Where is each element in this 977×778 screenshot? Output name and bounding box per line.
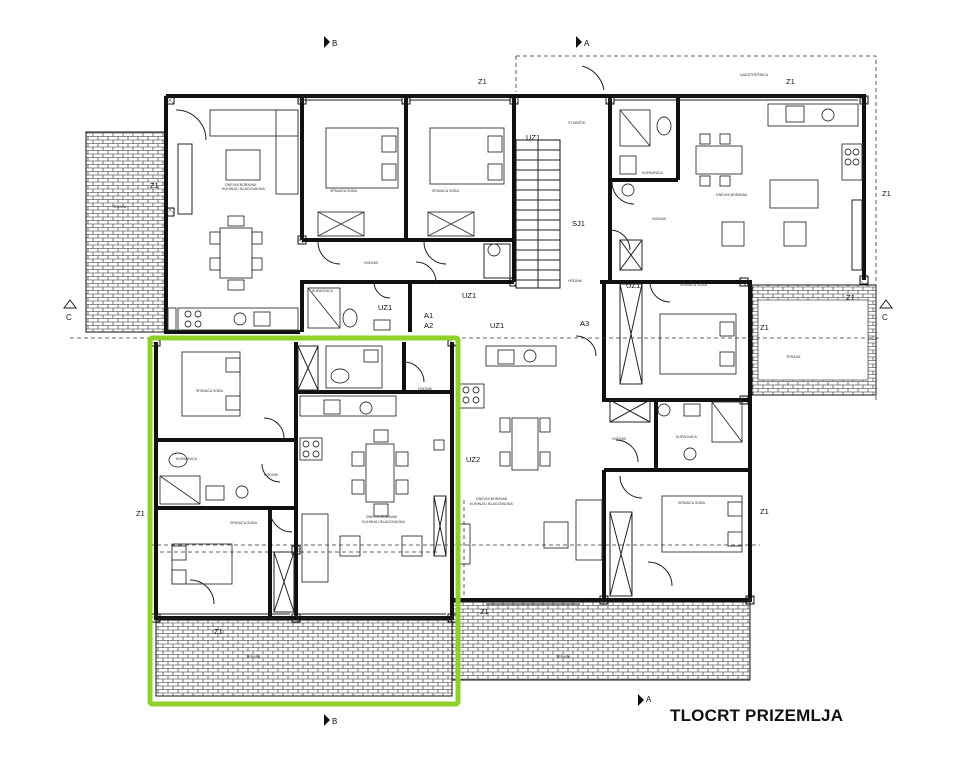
- svg-text:KUPAONICA: KUPAONICA: [312, 289, 334, 293]
- tag-z1: Z1: [214, 627, 223, 636]
- svg-text:TERASA: TERASA: [112, 205, 127, 209]
- svg-text:SPAVAĆA SOBA: SPAVAĆA SOBA: [680, 282, 708, 287]
- highlighted-apartment: [147, 335, 461, 707]
- svg-text:KUHINJA I BLAGOVAONA: KUHINJA I BLAGOVAONA: [470, 502, 513, 506]
- svg-text:HODNIK: HODNIK: [264, 473, 279, 477]
- plan-title: TLOCRT PRIZEMLJA: [670, 706, 844, 725]
- svg-text:SPAVAĆA SOBA: SPAVAĆA SOBA: [678, 500, 706, 505]
- tag-uz1: UZ1: [526, 133, 540, 142]
- tag-z1: Z1: [478, 77, 487, 86]
- svg-text:DNEVNI BORAVAK: DNEVNI BORAVAK: [225, 183, 257, 187]
- shafts: [177, 143, 863, 613]
- svg-text:TERASA: TERASA: [786, 355, 801, 359]
- doors: [175, 65, 673, 605]
- svg-text:SPAVAĆA SOBA: SPAVAĆA SOBA: [230, 520, 258, 525]
- tag-z1: Z1: [760, 323, 769, 332]
- svg-text:DNEVNI BORAVAK: DNEVNI BORAVAK: [716, 193, 748, 197]
- svg-text:KUHINJA I BLAGOVAONA: KUHINJA I BLAGOVAONA: [222, 187, 265, 191]
- room-annotations: DNEVNI BORAVAK KUHINJA I BLAGOVAONA SPAV…: [112, 72, 801, 659]
- svg-text:TERASA: TERASA: [556, 655, 571, 659]
- tag-z1: Z1: [846, 293, 855, 302]
- svg-text:NADSTREŠNICA: NADSTREŠNICA: [740, 72, 769, 77]
- structural-columns: [151, 95, 869, 623]
- tag-z1: Z1: [786, 77, 795, 86]
- section-mark-a-bottom: A: [646, 695, 652, 704]
- tag-z1: Z1: [760, 507, 769, 516]
- svg-text:SPAVAĆA SOBA: SPAVAĆA SOBA: [330, 188, 358, 193]
- section-mark-c-left: C: [66, 313, 72, 322]
- svg-text:DNEVNI BORAVAK: DNEVNI BORAVAK: [476, 497, 508, 501]
- tag-a3: A3: [580, 319, 589, 328]
- svg-text:STUBIŠTE: STUBIŠTE: [568, 120, 586, 125]
- section-mark-c-right: C: [882, 313, 888, 322]
- svg-text:HODNIK: HODNIK: [364, 261, 379, 265]
- section-mark-a-top: A: [584, 39, 590, 48]
- tag-z1: Z1: [136, 509, 145, 518]
- svg-text:KUPAONICA: KUPAONICA: [642, 171, 664, 175]
- svg-text:TERASA: TERASA: [246, 655, 261, 659]
- windows: [160, 95, 858, 619]
- svg-text:KUPAONICA: KUPAONICA: [176, 457, 198, 461]
- svg-text:KUPAONICA: KUPAONICA: [676, 435, 698, 439]
- tag-uz1: UZ1: [626, 281, 640, 290]
- staircase: [515, 139, 561, 289]
- terrace-right: [751, 284, 877, 396]
- section-mark-b-bottom: B: [332, 717, 337, 726]
- section-mark-b-top: B: [332, 39, 337, 48]
- svg-text:KUHINJA I BLAGOVAONA: KUHINJA I BLAGOVAONA: [362, 520, 405, 524]
- svg-text:DNEVNI BORAVAK: DNEVNI BORAVAK: [366, 515, 398, 519]
- tag-uz1: UZ1: [378, 303, 392, 312]
- tag-uz2: UZ2: [466, 455, 480, 464]
- terrace-bottom: [155, 601, 751, 697]
- terrace-left-upper: [85, 131, 167, 333]
- tag-z1: Z1: [150, 181, 159, 190]
- tag-z1: Z1: [480, 607, 489, 616]
- tag-a2: A2: [424, 321, 433, 330]
- svg-text:HODNIK: HODNIK: [612, 437, 627, 441]
- tag-z1: Z1: [882, 189, 891, 198]
- svg-text:SPAVAĆA SOBA: SPAVAĆA SOBA: [432, 188, 460, 193]
- svg-text:HODNIK: HODNIK: [652, 217, 667, 221]
- element-tags: Z1 Z1 Z1 Z1 Z1 Z1 Z1 Z1 Z1 Z1 UZ1 UZ1 UZ…: [136, 77, 891, 636]
- svg-text:SPAVAĆA SOBA: SPAVAĆA SOBA: [196, 388, 224, 393]
- tag-uz1: UZ1: [462, 291, 476, 300]
- interior-walls: [156, 96, 748, 618]
- tag-uz1: UZ1: [490, 321, 504, 330]
- tag-a1: A1: [424, 311, 433, 320]
- furniture: [159, 103, 863, 585]
- svg-text:HODNIK: HODNIK: [418, 387, 433, 391]
- svg-text:HODNIK: HODNIK: [568, 279, 583, 283]
- tag-sj1: SJ1: [572, 219, 585, 228]
